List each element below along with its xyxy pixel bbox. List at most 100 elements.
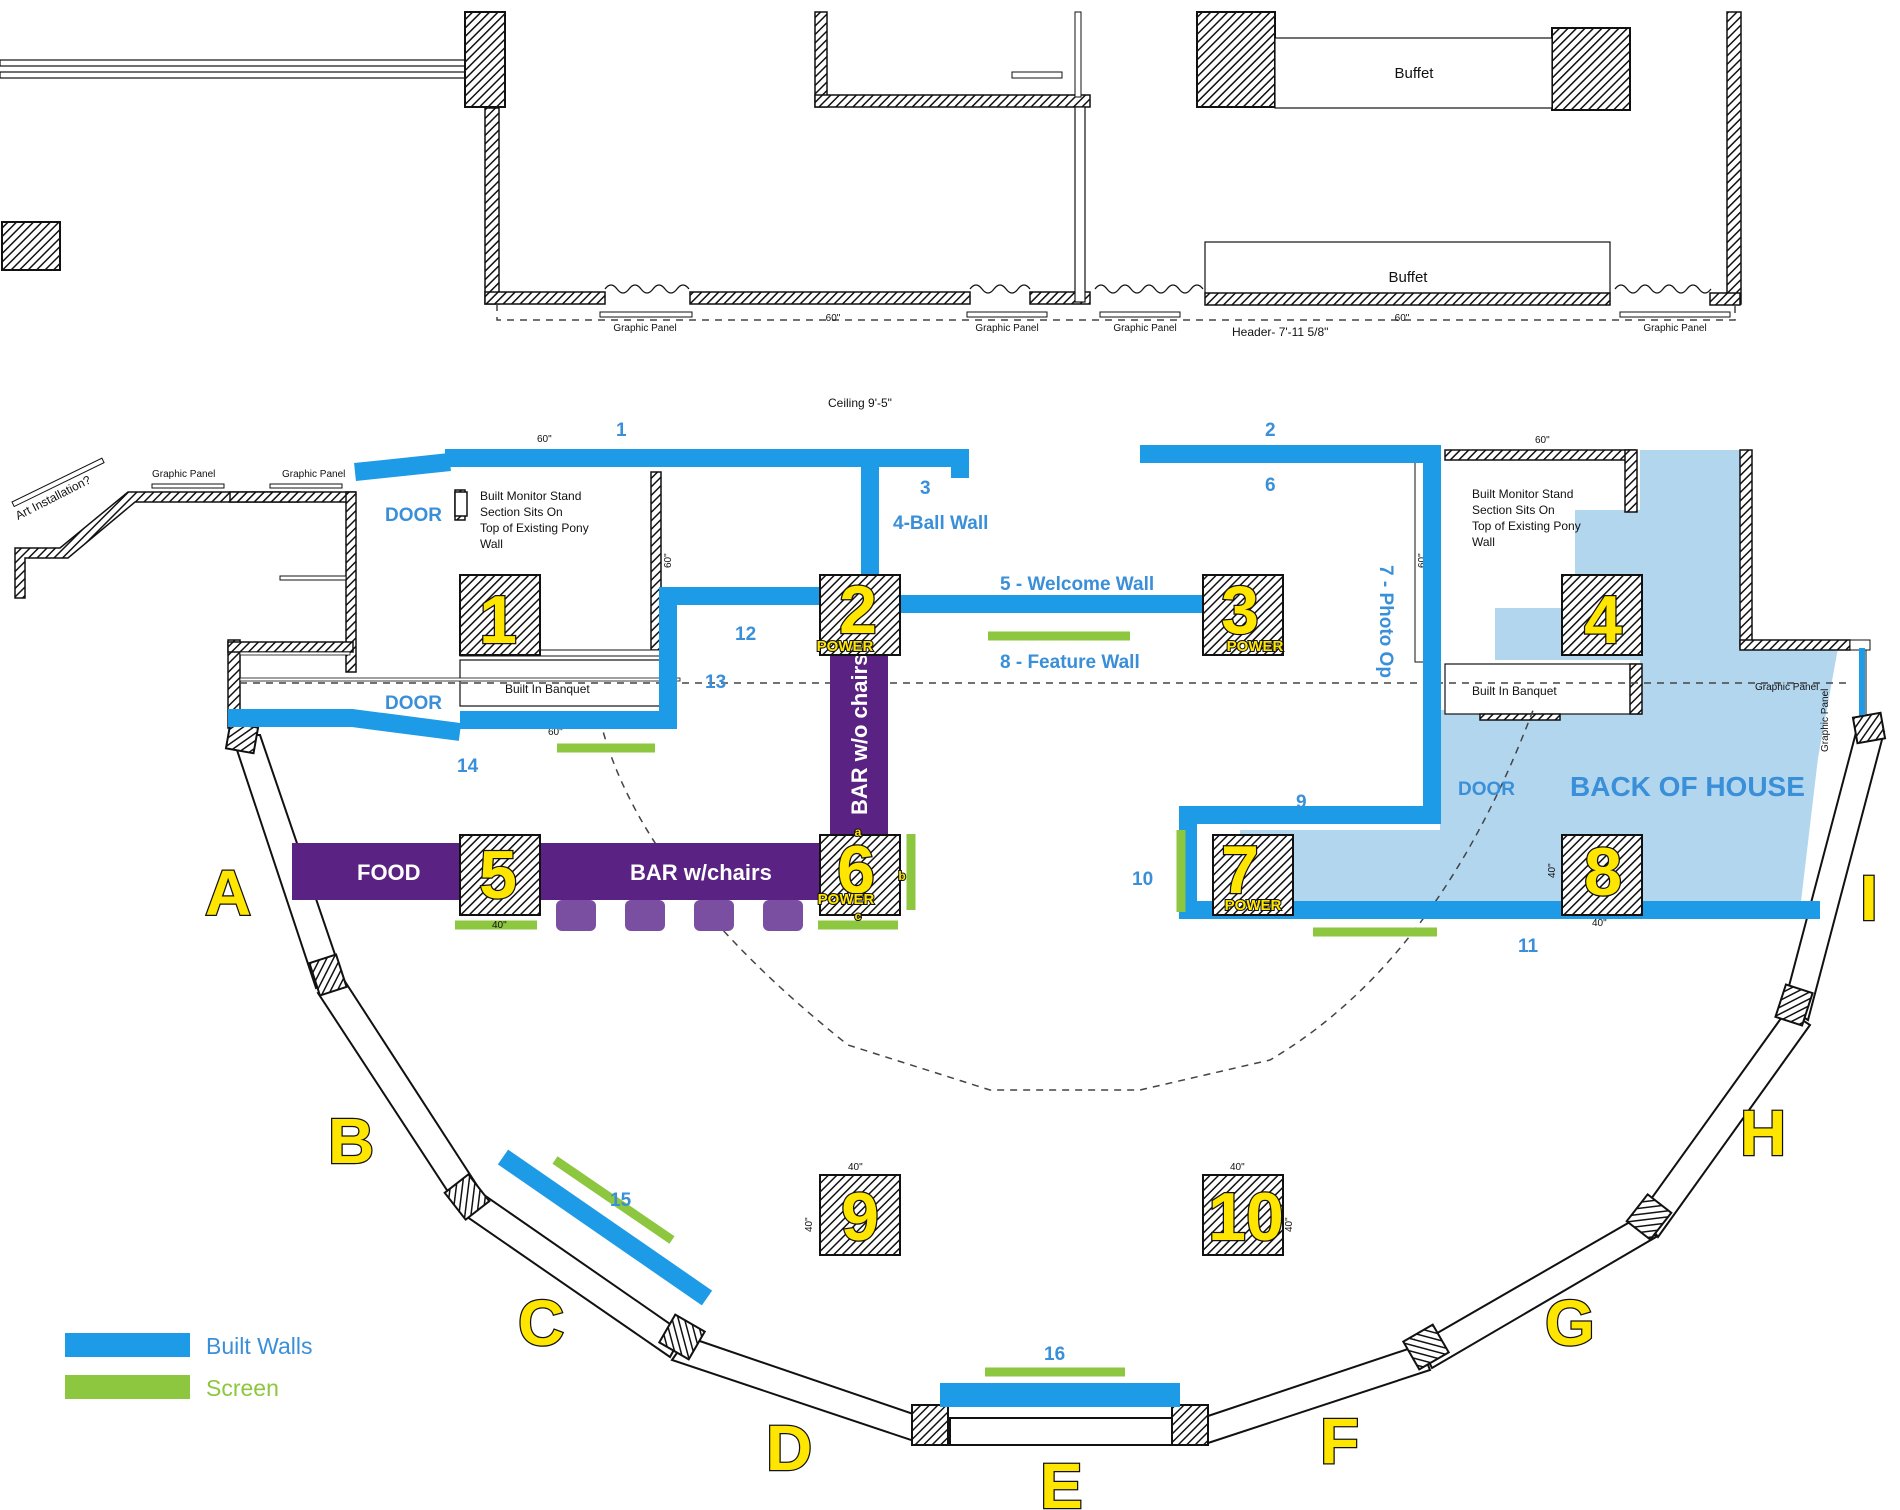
dim-40-col8-a: 40" bbox=[1547, 863, 1558, 878]
monitor-note-right-2: Section Sits On bbox=[1472, 503, 1555, 517]
wall-label-2: 2 bbox=[1265, 420, 1276, 441]
column-7: 7 bbox=[1221, 832, 1259, 908]
column-2-power: POWER bbox=[817, 638, 874, 655]
column-6-power: POWER bbox=[818, 891, 875, 908]
wall-label-7: 7 - Photo Op bbox=[1375, 565, 1396, 678]
wall-label-12: 12 bbox=[735, 624, 756, 645]
bar-point-b: b bbox=[898, 869, 905, 883]
bar-point-a: a bbox=[855, 825, 862, 839]
letter-a: A bbox=[205, 857, 251, 929]
legend-screen-swatch bbox=[65, 1375, 190, 1399]
buffet-bottom bbox=[1204, 241, 1611, 295]
legend-screen-label: Screen bbox=[206, 1375, 279, 1401]
letter-d: D bbox=[766, 1412, 812, 1484]
monitor-note-left-2: Section Sits On bbox=[480, 505, 563, 519]
wall-label-1: 1 bbox=[616, 420, 627, 441]
wall-label-16: 16 bbox=[1044, 1344, 1065, 1365]
column-8: 8 bbox=[1584, 834, 1622, 910]
bar-without-chairs bbox=[830, 655, 888, 835]
door-label-1: DOOR bbox=[385, 505, 442, 526]
graphic-panel-label-3: Graphic Panel bbox=[1755, 682, 1818, 693]
columns: 1 2 POWER 3 POWER 4 5 40" 6 POWER a b c … bbox=[459, 571, 1643, 1256]
letter-c: C bbox=[518, 1287, 564, 1359]
graphic-panel-label-1: Graphic Panel bbox=[152, 469, 215, 480]
screens bbox=[455, 631, 1437, 1377]
column-3: 3 bbox=[1221, 572, 1259, 648]
banquet-right-label: Built In Banquet bbox=[1472, 684, 1557, 698]
legend: Built Walls Screen bbox=[65, 1333, 313, 1401]
food-label: FOOD bbox=[357, 860, 421, 885]
dim-60-d: 60" bbox=[1535, 435, 1550, 446]
perimeter-walls bbox=[224, 711, 1887, 1446]
column-top-4 bbox=[1551, 27, 1631, 111]
wall-label-3: 3 bbox=[920, 478, 931, 499]
column-7-power: POWER bbox=[1225, 897, 1282, 914]
banquet-left-label: Built In Banquet bbox=[505, 682, 590, 696]
main-plan: Ceiling 9'-5" Art Installation? Graphic … bbox=[11, 396, 1887, 1510]
dim-40-col10-b: 40" bbox=[1284, 1217, 1295, 1232]
column-top-left bbox=[464, 11, 506, 108]
top-graphic-panel-3: Graphic Panel bbox=[1113, 323, 1176, 334]
dim-60-a: 60" bbox=[537, 434, 552, 445]
letter-h: H bbox=[1740, 1097, 1786, 1169]
column-5: 5 bbox=[479, 837, 517, 913]
bar-chair-4 bbox=[763, 900, 803, 931]
wall-label-5: 5 - Welcome Wall bbox=[1000, 574, 1154, 595]
dim-40-col5: 40" bbox=[492, 920, 507, 931]
dim-60-e: 60" bbox=[1417, 553, 1428, 568]
wall-label-15: 15 bbox=[610, 1190, 632, 1211]
graphic-panel-label-2: Graphic Panel bbox=[282, 469, 345, 480]
ceiling-height: Ceiling 9'-5" bbox=[828, 396, 892, 410]
bar-area: BAR w/o chairs FOOD BAR w/chairs bbox=[292, 654, 888, 931]
built-in-banquet-right bbox=[1444, 663, 1641, 715]
dim-60-b: 60" bbox=[663, 553, 674, 568]
letter-i: I bbox=[1860, 862, 1878, 934]
top-graphic-panel-2: Graphic Panel bbox=[975, 323, 1038, 334]
perimeter-letters: A B C D E F G H I bbox=[204, 856, 1879, 1510]
wall-label-13: 13 bbox=[705, 672, 726, 693]
dim-40-col9-b: 40" bbox=[804, 1217, 815, 1232]
bar-chair-3 bbox=[694, 900, 734, 931]
wall-labels: DOOR DOOR DOOR 1 2 3 4-Ball Wall 5 - Wel… bbox=[385, 420, 1805, 1365]
wall-label-8: 8 - Feature Wall bbox=[1000, 652, 1140, 673]
graphic-panel-label-4: Graphic Panel bbox=[1820, 689, 1831, 752]
wall-label-4: 4-Ball Wall bbox=[893, 513, 988, 534]
wall-label-9: 9 bbox=[1296, 792, 1307, 813]
letter-b: B bbox=[328, 1105, 374, 1177]
bar-with-chairs-label: BAR w/chairs bbox=[630, 860, 772, 885]
bar-point-c: c bbox=[855, 909, 862, 923]
wall-label-11: 11 bbox=[1518, 936, 1539, 957]
buffet-bottom-label: Buffet bbox=[1389, 269, 1429, 286]
monitor-note-right-3: Top of Existing Pony bbox=[1472, 519, 1581, 533]
column-6: 6 bbox=[837, 832, 875, 908]
column-3-power: POWER bbox=[1227, 638, 1284, 655]
column-9: 9 bbox=[841, 1179, 879, 1255]
top-dim-2: 60" bbox=[1395, 313, 1410, 324]
dim-40-col9-a: 40" bbox=[848, 1162, 863, 1173]
wall-label-14: 14 bbox=[457, 756, 479, 777]
dim-40-col10-a: 40" bbox=[1230, 1162, 1245, 1173]
column-10: 10 bbox=[1208, 1179, 1284, 1255]
top-graphic-panel-4: Graphic Panel bbox=[1643, 323, 1706, 334]
column-far-left bbox=[1, 221, 61, 271]
buffet-top bbox=[1274, 37, 1553, 109]
column-2: 2 bbox=[839, 572, 877, 648]
column-1: 1 bbox=[479, 582, 517, 658]
monitor-note-right-4: Wall bbox=[1472, 535, 1495, 549]
bar-without-chairs-label: BAR w/o chairs bbox=[847, 654, 872, 815]
bar-chair-2 bbox=[625, 900, 665, 931]
letter-g: G bbox=[1545, 1287, 1595, 1359]
back-of-house-label: BACK OF HOUSE bbox=[1570, 771, 1805, 802]
bar-with-chairs bbox=[292, 843, 822, 900]
wall-label-10: 10 bbox=[1132, 869, 1153, 890]
column-top-3 bbox=[1196, 11, 1276, 108]
monitor-note-left-4: Wall bbox=[480, 537, 503, 551]
header-height: Header- 7'-11 5/8" bbox=[1232, 325, 1328, 339]
letter-f: F bbox=[1320, 1405, 1359, 1477]
door-label-2: DOOR bbox=[385, 693, 442, 714]
top-dim-1: 60" bbox=[826, 313, 841, 324]
monitor-note-left-1: Built Monitor Stand bbox=[480, 489, 581, 503]
wall-label-6: 6 bbox=[1265, 475, 1276, 496]
dim-40-col8-b: 40" bbox=[1592, 918, 1607, 929]
